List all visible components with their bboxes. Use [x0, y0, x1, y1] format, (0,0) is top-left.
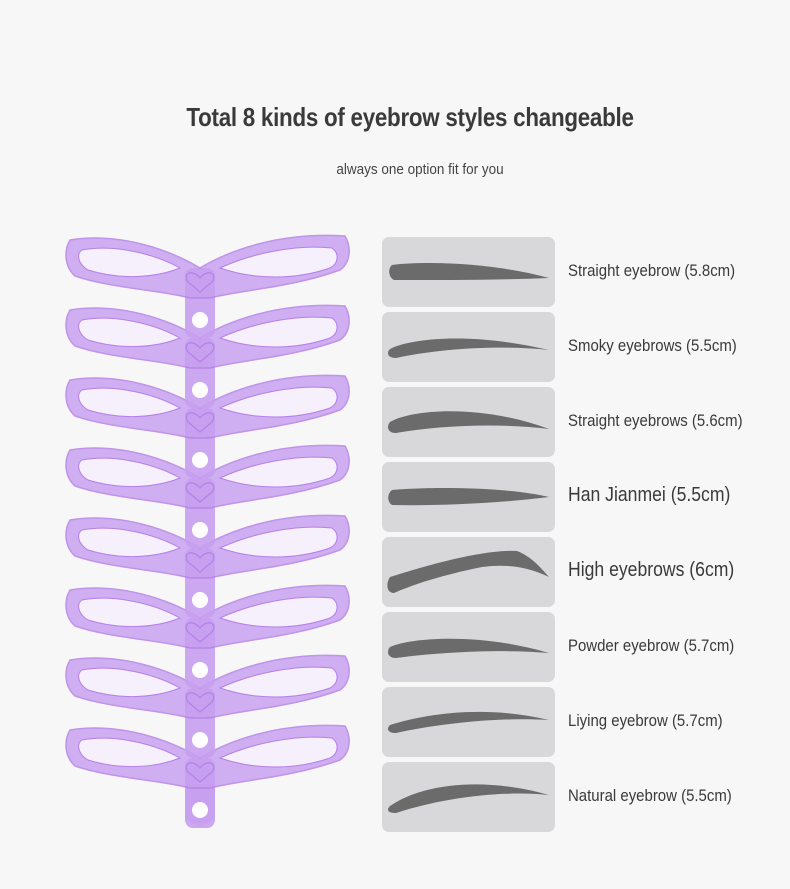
style-row-natural: Natural eyebrow (5.5cm) [382, 762, 782, 837]
stencil-cutout-left [78, 457, 182, 487]
stencil-heart [185, 552, 215, 573]
style-row-han: Han Jianmei (5.5cm) [382, 462, 782, 537]
style-row-powder: Powder eyebrow (5.7cm) [382, 612, 782, 687]
stencil-heart [185, 482, 215, 503]
brow-shape [388, 411, 549, 433]
stencil-hole [192, 662, 208, 678]
stencil-hole [192, 312, 208, 328]
brow-shape [388, 338, 549, 358]
eyebrow-styles-list: Straight eyebrow (5.8cm) Smoky eyebrows … [382, 237, 782, 837]
brow-shape [388, 711, 549, 733]
stencil-heart [185, 622, 215, 643]
style-label: Straight eyebrows (5.6cm) [568, 411, 743, 430]
style-row-straight-arch: Straight eyebrows (5.6cm) [382, 387, 782, 462]
stencil-cutout-left [78, 667, 182, 697]
stencil-card [65, 234, 350, 338]
stencil-cutout-right [218, 596, 338, 628]
stencil-cutout-left [78, 247, 182, 277]
stencil-hole [192, 592, 208, 608]
stencil-cutout-right [218, 456, 338, 488]
style-label: Powder eyebrow (5.7cm) [568, 636, 735, 655]
stencil-heart [185, 412, 215, 433]
brow-shape [388, 784, 549, 813]
style-label: Han Jianmei (5.5cm) [568, 484, 731, 506]
stencil-cutout-right [218, 526, 338, 558]
style-row-high: High eyebrows (6cm) [382, 537, 782, 612]
style-row-straight: Straight eyebrow (5.8cm) [382, 237, 782, 312]
style-row-smoky: Smoky eyebrows (5.5cm) [382, 312, 782, 387]
stencil-heart [185, 692, 215, 713]
brow-swatch-liying [382, 687, 555, 757]
stencil-cutout-right [218, 246, 338, 278]
stencil-cutout-right [218, 386, 338, 418]
stencil-heart [185, 762, 215, 783]
brow-swatch-natural [382, 762, 555, 832]
brow-shape [387, 550, 549, 593]
brow-shape [389, 263, 549, 280]
style-label: Liying eyebrow (5.7cm) [568, 711, 723, 730]
stencil-cutout-left [78, 737, 182, 767]
brow-shape [388, 638, 549, 658]
style-label: Smoky eyebrows (5.5cm) [568, 336, 737, 355]
stencil-heart [185, 342, 215, 363]
brow-swatch-straight [382, 237, 555, 307]
stencil-cutout-right [218, 736, 338, 768]
stencil-cutout-left [78, 597, 182, 627]
stencil-hole [192, 452, 208, 468]
brow-swatch-high [382, 537, 555, 607]
stencil-cutout-right [218, 666, 338, 698]
page-subtitle: always one option fit for you [336, 161, 504, 178]
stencil-hole [192, 382, 208, 398]
page-title: Total 8 kinds of eyebrow styles changeab… [186, 102, 634, 132]
style-label: Straight eyebrow (5.8cm) [568, 261, 736, 280]
stencil-cutout-left [78, 317, 182, 347]
style-row-liying: Liying eyebrow (5.7cm) [382, 687, 782, 762]
stencil-cutout-right [218, 316, 338, 348]
stencil-card [65, 654, 350, 758]
brow-swatch-straight-arch [382, 387, 555, 457]
eyebrow-stencil-stack [60, 228, 360, 838]
stencil-hole [192, 732, 208, 748]
brow-shape [388, 487, 549, 506]
stencil-illustration [65, 234, 350, 828]
stencil-hole [192, 802, 208, 818]
stencil-hole [192, 522, 208, 538]
brow-swatch-powder [382, 612, 555, 682]
brow-swatch-han [382, 462, 555, 532]
stencil-heart [185, 272, 215, 293]
style-label: High eyebrows (6cm) [568, 559, 735, 581]
stencil-cutout-left [78, 387, 182, 417]
style-label: Natural eyebrow (5.5cm) [568, 786, 732, 805]
brow-swatch-smoky [382, 312, 555, 382]
stencil-cutout-left [78, 527, 182, 557]
